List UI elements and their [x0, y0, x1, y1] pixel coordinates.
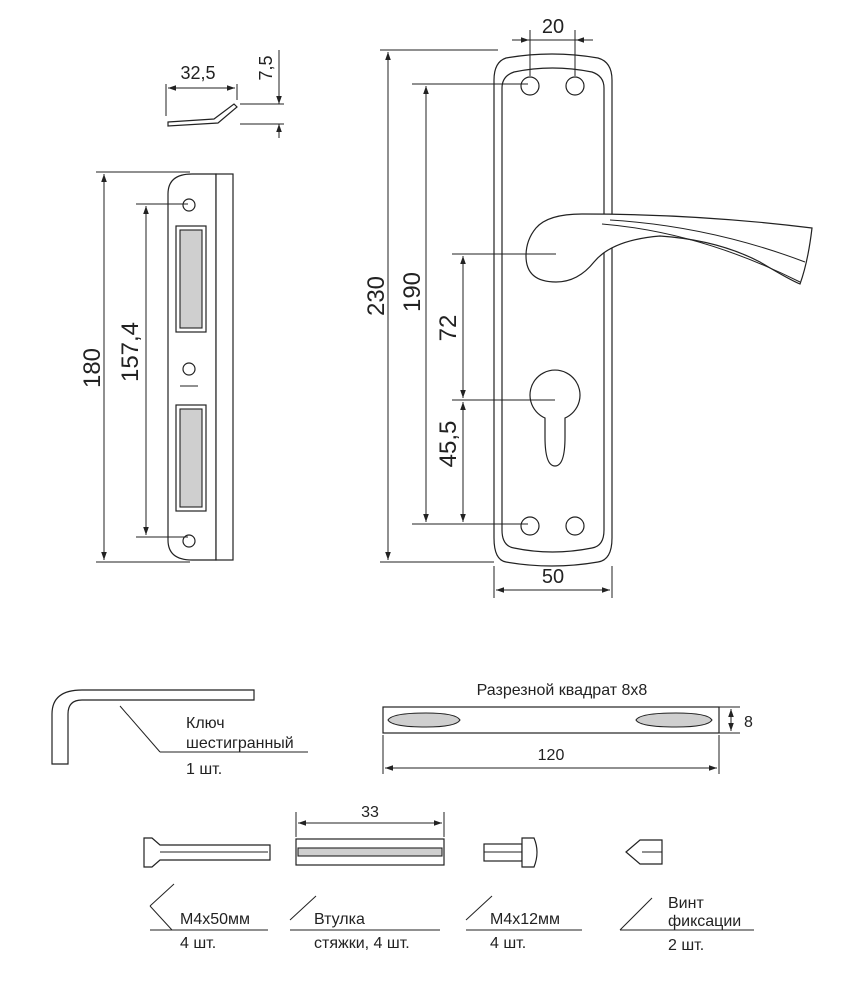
screw-m4x12-qty: 4 шт.	[490, 935, 526, 952]
screw-m4x50	[143, 837, 271, 931]
dim-strike-hole-spacing: 157,4	[117, 322, 144, 382]
dim-plate-height: 230	[363, 276, 390, 316]
dim-spindle-length: 120	[538, 747, 565, 764]
screw-m4x12-label: М4х12мм	[490, 911, 560, 928]
split-spindle	[382, 706, 740, 774]
screw-m4x12	[465, 837, 582, 931]
dim-handle-to-cylinder: 72	[435, 315, 462, 342]
sleeve-label-line1: Втулка	[314, 911, 365, 928]
sleeve-label-line2: стяжки, 4 шт.	[314, 935, 410, 952]
dim-plate-width: 50	[542, 566, 564, 588]
dim-strike-height: 180	[79, 348, 106, 388]
screw-m4x50-qty: 4 шт.	[180, 935, 216, 952]
escutcheon-dimension-lines	[380, 30, 613, 598]
escutcheon-plate	[493, 53, 613, 567]
dim-bracket-width: 32,5	[180, 63, 215, 83]
screw-m4x50-label: М4х50мм	[180, 911, 250, 928]
coupling-sleeve	[289, 812, 445, 931]
hex-key-label-line2: шестигранный	[186, 735, 294, 752]
fixing-screw	[619, 839, 754, 931]
door-lever	[525, 213, 813, 285]
bracket-profile	[165, 50, 284, 138]
dim-plate-hole-spacing: 190	[399, 272, 426, 312]
fix-screw-qty: 2 шт.	[668, 937, 704, 954]
hex-key	[51, 689, 308, 765]
dim-bracket-height: 7,5	[256, 55, 276, 80]
dim-sleeve-length: 33	[361, 804, 379, 821]
spindle-title: Разрезной квадрат 8х8	[477, 682, 648, 699]
hex-key-label-line1: Ключ	[186, 715, 225, 732]
fix-screw-label-line1: Винт	[668, 895, 704, 912]
fix-screw-label-line2: фиксации	[668, 913, 741, 930]
strike-dimension-lines	[96, 171, 190, 563]
dim-cylinder-to-bottom-hole: 45,5	[435, 421, 462, 468]
hex-key-qty: 1 шт.	[186, 761, 222, 778]
dim-plate-top-hole-spacing: 20	[542, 16, 564, 38]
strike-plate	[167, 173, 234, 561]
dim-spindle-section: 8	[744, 714, 753, 731]
